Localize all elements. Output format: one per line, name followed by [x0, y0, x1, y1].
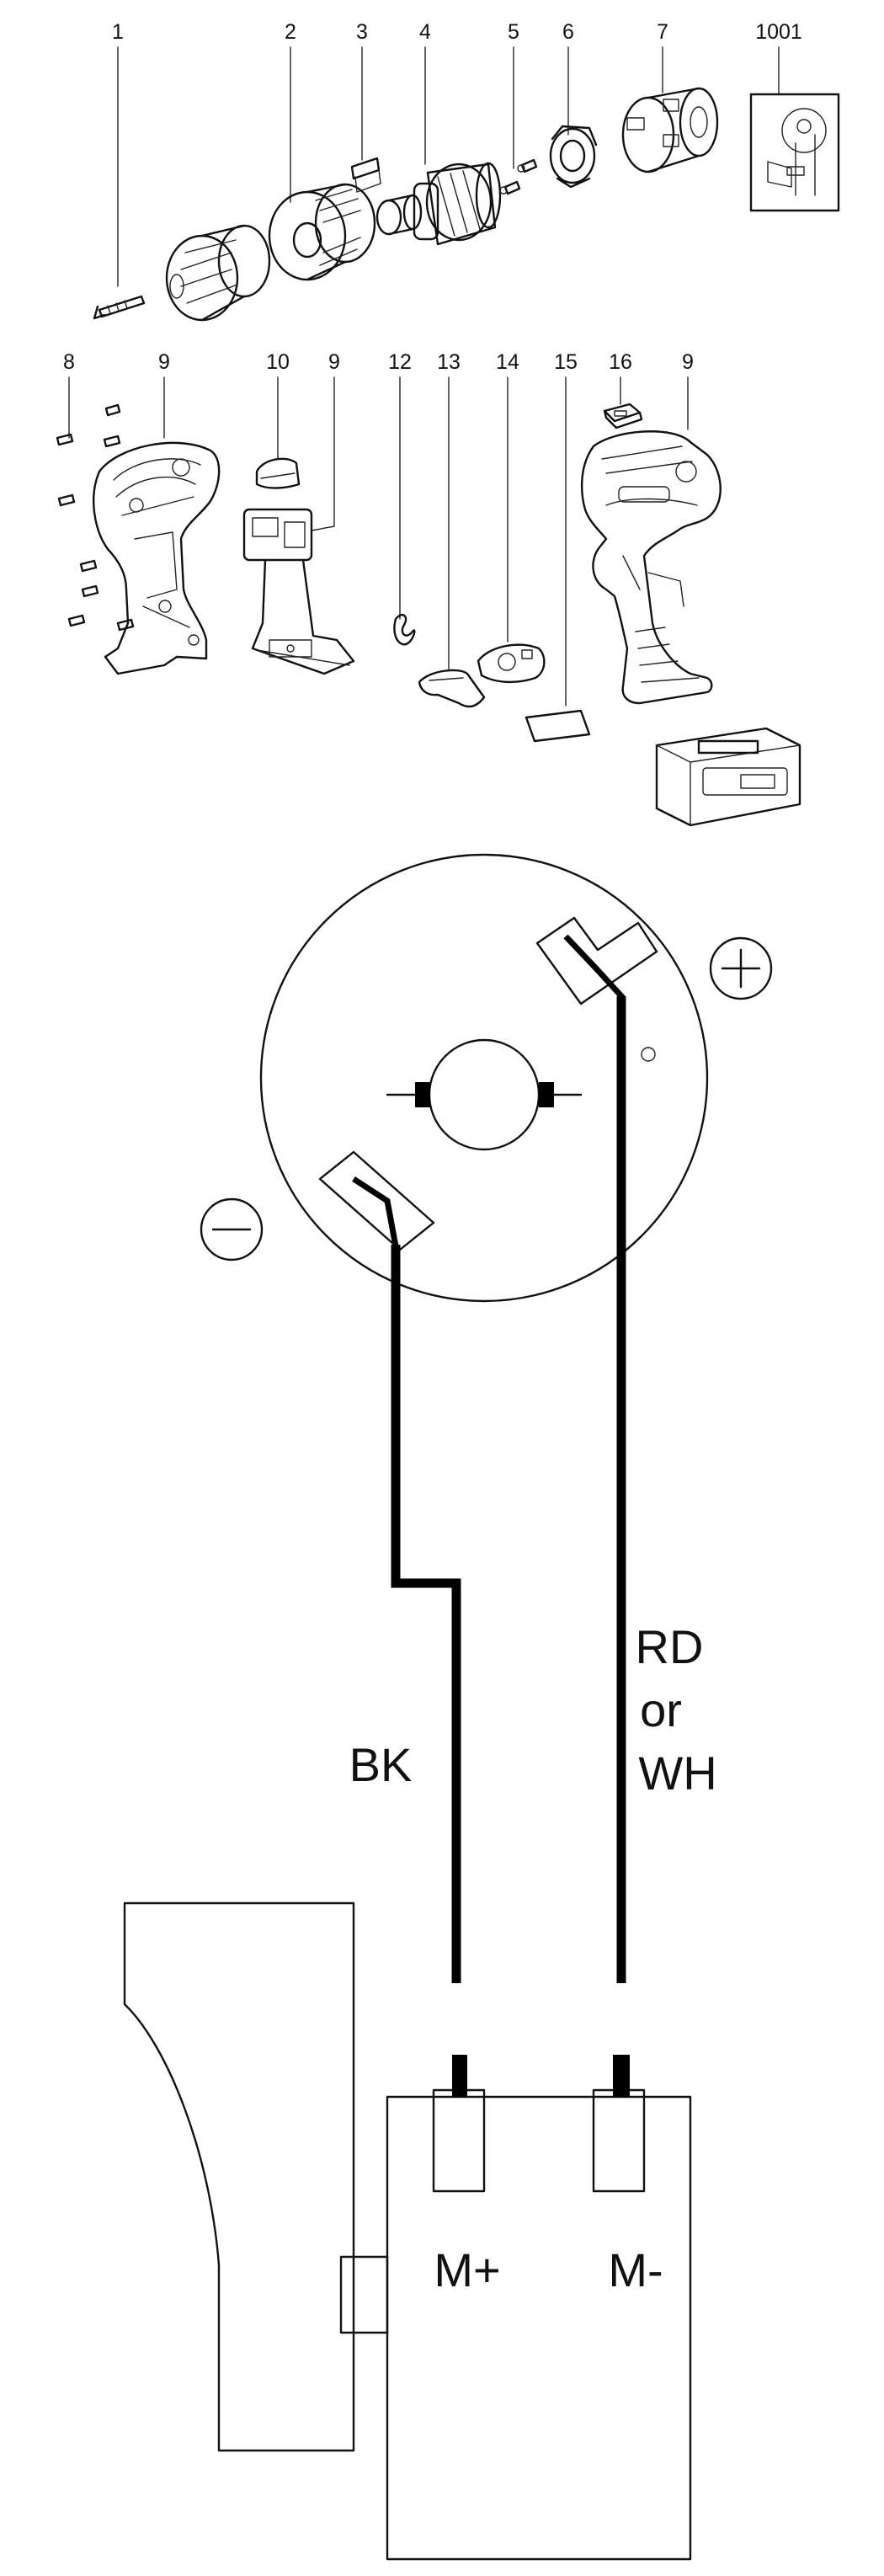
label-wire-rd: RD: [636, 1620, 704, 1673]
label-wire-bk: BK: [349, 1738, 413, 1791]
part-9-drill-body: [580, 430, 722, 705]
leader-lines: [68, 46, 780, 707]
part-13-trigger: [418, 669, 486, 708]
part-12-spring: [393, 613, 416, 646]
motor-housing-circle: [259, 853, 709, 1303]
part-label-9-drill: 9: [682, 350, 694, 374]
part-label-9-switch: 9: [328, 350, 340, 374]
switch-connector: [339, 2255, 389, 2334]
part-label-8: 8: [63, 350, 75, 374]
part-6-plate: [549, 125, 598, 189]
part-14-direction-switch: [477, 643, 546, 684]
part-label-7: 7: [657, 20, 668, 44]
brush-minus-terminal: [318, 1150, 435, 1251]
part-label-4: 4: [419, 20, 431, 44]
part-label-5: 5: [508, 20, 519, 44]
part-number-labels: 1 2 3 4 5 6 7 1001 8 9 10 9 12 13 14 15 …: [63, 20, 802, 374]
part-4-gearbox: [375, 162, 502, 246]
part-label-9-housing: 9: [158, 350, 170, 374]
wire-red-end: [613, 2055, 630, 2097]
part-15-label: [525, 709, 591, 743]
part-5-screws: [499, 158, 538, 195]
part-label-1: 1: [112, 20, 124, 44]
battery-pack: [655, 727, 801, 827]
motor-symbol: [386, 1038, 583, 1151]
part-label-14: 14: [496, 350, 519, 374]
minus-symbol: [200, 1197, 264, 1261]
part-label-13: 13: [437, 350, 461, 374]
part-2-chuck: [165, 183, 376, 322]
trigger-switch: [123, 1901, 355, 2452]
plus-symbol: [709, 936, 773, 1000]
part-9-housing-half: [93, 441, 221, 675]
label-terminal-plus: M+: [434, 2243, 500, 2296]
part-label-15: 15: [554, 350, 578, 374]
part-label-2: 2: [285, 20, 296, 44]
part-label-3: 3: [356, 20, 368, 44]
part-9-switch: [242, 508, 355, 675]
part-16-rocker: [603, 403, 643, 429]
terminal-plus-connector: [432, 2088, 486, 2193]
label-wire-wh: WH: [638, 1747, 716, 1800]
part-1-screw: [93, 295, 146, 320]
label-terminal-minus: M-: [608, 2243, 663, 2296]
wire-black-end: [452, 2055, 467, 2097]
label-wire-or: or: [640, 1683, 682, 1736]
wiring-schematic: BK RD or WH M+ M-: [123, 853, 773, 2561]
wire-black: [391, 1245, 461, 1983]
part-7-motor: [621, 87, 719, 173]
part-label-12: 12: [388, 350, 412, 374]
switch-body: [386, 2095, 692, 2561]
part-label-1001: 1001: [755, 20, 802, 44]
part-1001-wiring-card: [749, 93, 840, 212]
terminal-minus-connector: [592, 2088, 646, 2193]
brush-plus-terminal: [535, 916, 658, 1062]
part-3-clip: [350, 157, 381, 193]
part-label-16: 16: [609, 350, 632, 374]
part-10-cover: [255, 457, 301, 489]
part-label-10: 10: [266, 350, 290, 374]
part-label-6: 6: [562, 20, 574, 44]
